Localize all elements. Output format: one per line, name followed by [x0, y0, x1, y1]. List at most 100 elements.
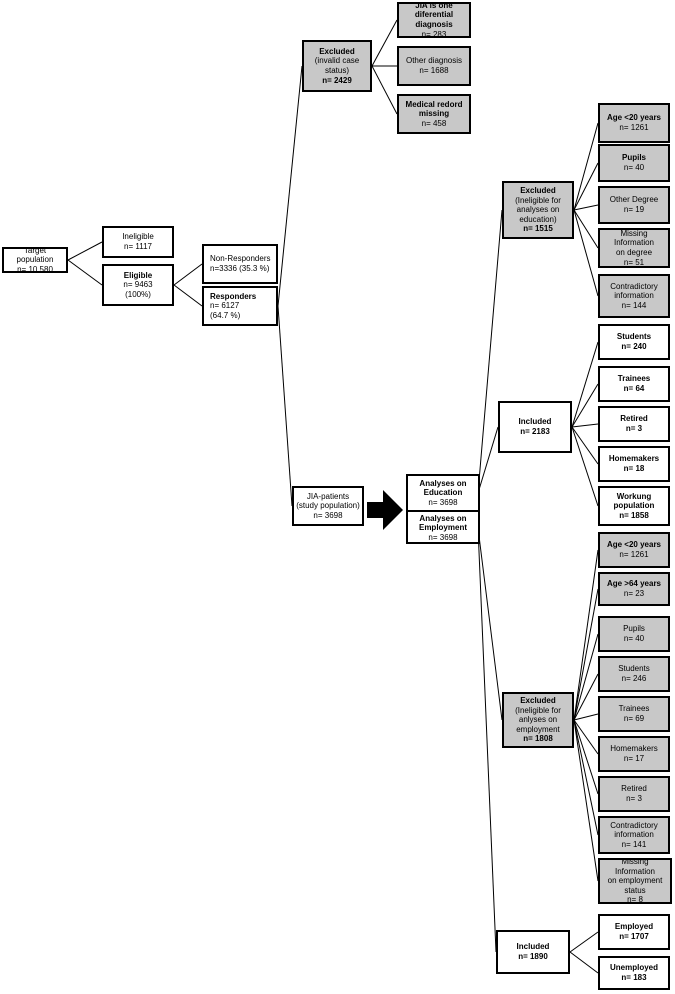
connector-included_education-to-inc_students	[571, 341, 599, 428]
emp-missing-status-box: Missing Information on employment status…	[598, 857, 672, 904]
emp-trainees-label: Trainees	[618, 704, 650, 714]
connector-eligible-to-non_responders	[173, 263, 203, 286]
unemployed-label: Unemployed	[609, 963, 658, 973]
inc-working-population-box: Workung population n= 1858	[598, 486, 670, 526]
emp-contradictory-count: n= 141	[621, 839, 647, 849]
analyses-divider	[408, 510, 478, 512]
edu-contradictory-box: Contradictory information n= 144	[598, 274, 670, 318]
non-responders-label: Non-Responders	[210, 254, 271, 264]
connector-analyses_education-to-included_education	[477, 426, 499, 494]
excluded-case-label: Excluded	[319, 46, 355, 56]
connector-included_education-to-inc_homemakers	[571, 426, 599, 465]
inc-homemakers-count: n= 18	[623, 464, 645, 473]
emp-contradictory-box: Contradictory information n= 141	[598, 816, 670, 854]
emp-students-box: Students n= 246	[598, 656, 670, 692]
included-education-count: n= 2183	[520, 427, 550, 436]
emp-age20-count: n= 1261	[619, 550, 649, 559]
excluded-education-box: Excluded (Ineligible for analyses on edu…	[502, 181, 574, 239]
analyses-employment-section: Analyses on Employment n= 3698	[408, 512, 478, 544]
connector-excluded_education-to-edu_age	[573, 122, 599, 211]
analyses-employment-label: Analyses on Employment	[418, 513, 467, 533]
responders-count: n= 6127	[210, 301, 240, 311]
inc-trainees-count: n= 64	[623, 384, 645, 393]
excluded-education-count: n= 1515	[523, 224, 553, 234]
emp-retired-count: n= 3	[626, 794, 642, 803]
other-diagnosis-box: Other diagnosis n= 1688	[397, 46, 471, 86]
emp-trainees-box: Trainees n= 69	[598, 696, 670, 732]
emp-age-over-64-box: Age >64 years n= 23	[598, 572, 670, 606]
excluded-case-count: n= 2429	[322, 75, 352, 85]
eligible-count: n= 9463	[123, 280, 153, 290]
inc-students-label: Students	[616, 332, 652, 342]
emp-age64-count: n= 23	[623, 589, 645, 598]
included-education-label: Included	[518, 417, 552, 427]
connector-excluded_education-to-edu_missing	[573, 209, 599, 249]
responders-label: Responders	[210, 291, 257, 301]
other-diagnosis-label: Other diagnosis	[405, 56, 463, 66]
responders-box: Responders n= 6127 (64.7 %)	[202, 286, 278, 326]
analyses-education-count: n= 3698	[428, 497, 458, 507]
analyses-education-label: Analyses on Education	[419, 478, 467, 498]
eligible-percent: (100%)	[125, 289, 151, 299]
connector-excluded_employment-to-emp_retired	[573, 719, 599, 795]
connector-target-to-eligible	[67, 259, 103, 286]
inc-trainees-label: Trainees	[617, 374, 651, 384]
connector-excluded_education-to-edu_pupils	[573, 162, 599, 211]
connector-excluded_education-to-edu_contradictory	[573, 209, 599, 297]
connector-excluded_employment-to-emp_pupils	[573, 633, 599, 721]
edu-pupils-count: n= 40	[623, 163, 645, 172]
edu-contradictory-count: n= 144	[621, 300, 647, 310]
non-responders-count: n=3336 (35.3 %)	[210, 264, 270, 273]
other-diagnosis-count: n= 1688	[419, 66, 449, 75]
inc-homemakers-box: Homemakers n= 18	[598, 446, 670, 482]
emp-retired-box: Retired n= 3	[598, 776, 670, 812]
connector-excluded_case-to-jia_differential	[371, 19, 398, 67]
connector-included_education-to-inc_trainees	[571, 383, 599, 428]
emp-students-label: Students	[618, 664, 650, 674]
eligible-label: Eligible	[123, 270, 153, 280]
excluded-employment-count: n= 1808	[523, 734, 553, 744]
medical-record-missing-box: Medical redord missing n= 458	[397, 94, 471, 134]
excluded-education-label: Excluded	[520, 186, 556, 196]
target-label: Target population	[16, 245, 54, 265]
connector-excluded_employment-to-emp_trainees	[573, 713, 599, 721]
jia-patients-sublabel: (study population)	[296, 501, 360, 511]
edu-missing-count: n= 51	[623, 257, 645, 267]
edu-other-degree-box: Other Degree n= 19	[598, 186, 670, 224]
connector-analyses_education-to-excluded_education	[477, 209, 503, 494]
connector-analyses_employment-to-excluded_employment	[477, 527, 503, 721]
target-population-box: Target population n= 10,580	[2, 245, 68, 274]
connector-excluded_employment-to-emp_age_lt20	[573, 549, 599, 721]
eligible-box: Eligible n= 9463 (100%)	[102, 264, 174, 306]
emp-pupils-count: n= 40	[623, 634, 645, 643]
included-employment-box: Included n= 1890	[496, 930, 570, 974]
inc-retired-box: Retired n= 3	[598, 406, 670, 442]
edu-contradictory-label: Contradictory information	[610, 281, 658, 301]
analyses-box: Analyses on Education n= 3698 Analyses o…	[406, 474, 480, 544]
arrow-icon	[367, 490, 403, 530]
emp-missing-label: Missing Information on employment status	[607, 857, 663, 895]
edu-pupils-box: Pupils n= 40	[598, 144, 670, 182]
edu-age-under-20-box: Age <20 years n= 1261	[598, 103, 670, 143]
edu-missing-degree-box: Missing Information on degree n= 51	[598, 228, 670, 268]
inc-working-label: Workung population	[613, 491, 655, 511]
target-count: n= 10,580	[17, 264, 53, 274]
jia-differential-count: n= 283	[421, 29, 447, 39]
ineligible-label: Ineligible	[122, 232, 154, 242]
connector-target-to-ineligible	[67, 241, 103, 261]
excluded-education-reason: (Ineligible for analyses on education)	[515, 195, 561, 224]
excluded-case-status-box: Excluded (invalid case status) n= 2429	[302, 40, 372, 92]
jia-patients-label: JIA-patients	[306, 491, 350, 501]
connector-responders-to-jia_patients	[277, 305, 293, 507]
emp-contradictory-label: Contradictory information	[610, 820, 658, 840]
connector-excluded_employment-to-emp_age_gt64	[573, 588, 599, 721]
connector-included_education-to-inc_retired	[571, 423, 599, 428]
responders-percent: (64.7 %)	[210, 310, 241, 320]
included-employment-count: n= 1890	[518, 952, 548, 961]
emp-homemakers-count: n= 17	[623, 754, 645, 763]
inc-retired-count: n= 3	[625, 424, 643, 433]
connector-excluded_education-to-edu_other_degree	[573, 204, 599, 211]
emp-students-count: n= 246	[621, 674, 647, 683]
